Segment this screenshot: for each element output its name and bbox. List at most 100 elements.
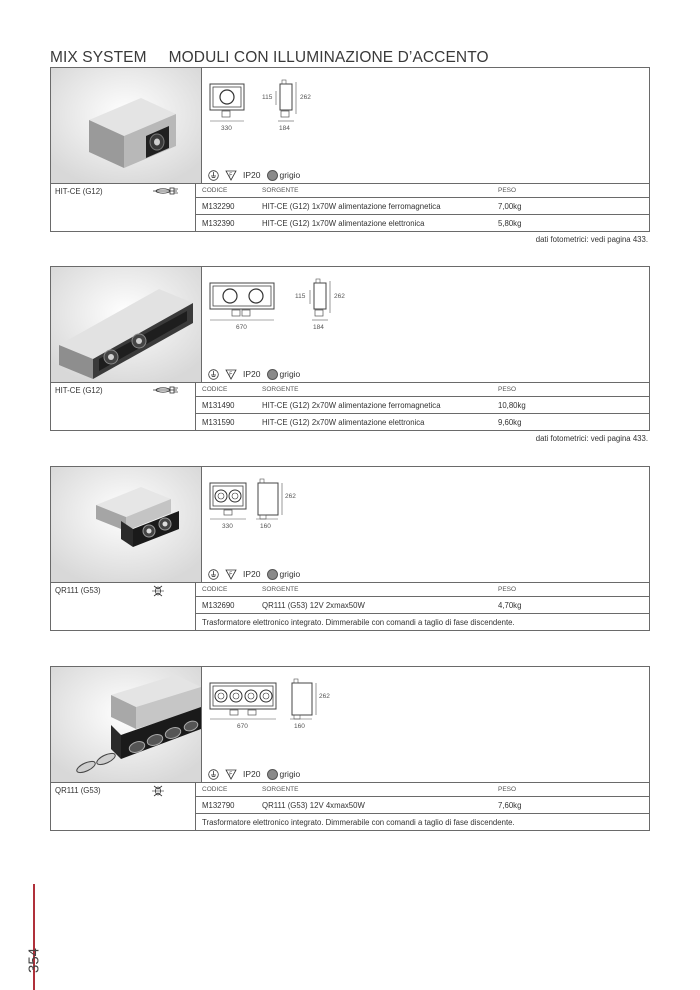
dim-height-a: 115 xyxy=(262,94,273,101)
lamp-icon-cell xyxy=(151,183,196,232)
product-photo xyxy=(51,467,202,583)
dim-height-b: 262 xyxy=(285,493,296,500)
product-table: QR111 (G53) CODICE SORGENTE PESO M132790… xyxy=(50,782,650,831)
photometric-note: dati fotometrici: vedi pagina 433. xyxy=(535,434,648,443)
col-header-weight: PESO xyxy=(492,583,649,597)
col-header-weight: PESO xyxy=(492,184,649,198)
table-row: M132690 QR111 (G53) 12V 2xmax50W 4,70kg xyxy=(196,596,649,614)
dim-depth: 184 xyxy=(279,125,290,132)
dim-depth: 160 xyxy=(260,523,271,530)
ground-symbol-icon xyxy=(208,368,219,380)
color-swatch-icon xyxy=(266,368,278,380)
product-weight: 10,80kg xyxy=(492,396,649,414)
table-row: M131590 HIT-CE (G12) 2x70W alimentazione… xyxy=(197,414,649,430)
source-label: QR111 (G53) xyxy=(50,582,151,631)
table-row: M132390 HIT-CE (G12) 1x70W alimentazione… xyxy=(197,215,649,231)
ip-rating: IP20 xyxy=(243,769,261,779)
product-code: M132690 xyxy=(196,596,256,614)
product-attributes: F IP20 grigio xyxy=(208,368,300,380)
source-label: HIT-CE (G12) xyxy=(50,183,151,232)
dim-width: 670 xyxy=(237,723,248,730)
color-label: grigio xyxy=(279,769,301,779)
product-photo xyxy=(51,68,202,184)
color-label: grigio xyxy=(279,170,301,180)
table-header-row: CODICE SORGENTE PESO xyxy=(196,184,649,198)
color-swatch-icon xyxy=(266,568,278,580)
product-note: Trasformatore elettronico integrato. Dim… xyxy=(202,817,515,827)
photometric-note: dati fotometrici: vedi pagina 433. xyxy=(535,235,648,244)
dim-depth: 184 xyxy=(313,324,324,331)
product-weight: 4,70kg xyxy=(492,596,649,614)
table-row: Trasformatore elettronico integrato. Dim… xyxy=(197,614,649,630)
product-visual-area: 330 160 262 F IP20 grigio xyxy=(50,466,650,583)
product-weight: 7,60kg xyxy=(492,796,649,814)
source-label: QR111 (G53) xyxy=(50,782,151,831)
source-label: HIT-CE (G12) xyxy=(50,382,151,431)
f-mark-icon: F xyxy=(225,569,237,580)
product-code: M131490 xyxy=(196,396,256,414)
color-label: grigio xyxy=(279,569,301,579)
product-note: Trasformatore elettronico integrato. Dim… xyxy=(202,617,515,627)
product-visual-area: 330 184 115 262 F IP20 grigio xyxy=(50,67,650,184)
col-header-code: CODICE xyxy=(196,583,256,597)
product-photo xyxy=(51,667,202,783)
color-swatch-icon xyxy=(266,169,278,181)
lamp-icon-cell xyxy=(151,582,196,631)
ip-rating: IP20 xyxy=(243,369,261,379)
metal-halide-lamp-icon xyxy=(153,187,178,195)
dim-height-b: 262 xyxy=(334,293,345,300)
dim-width: 670 xyxy=(236,324,247,331)
page-title: MIX SYSTEM MODULI CON ILLUMINAZIONE D’ACC… xyxy=(50,49,489,67)
svg-text:F: F xyxy=(229,571,232,577)
dim-height-b: 262 xyxy=(300,94,311,101)
lamp-icon-cell xyxy=(151,782,196,831)
col-header-source: SORGENTE xyxy=(256,184,492,198)
dim-height-a: 115 xyxy=(295,293,306,300)
product-weight: 5,80kg xyxy=(498,218,522,228)
svg-text:F: F xyxy=(229,771,232,777)
dim-height-b: 262 xyxy=(319,693,330,700)
product-source: HIT-CE (G12) 1x70W alimentazione elettro… xyxy=(262,218,425,228)
col-header-code: CODICE xyxy=(196,184,256,198)
product-source: HIT-CE (G12) 1x70W alimentazione ferroma… xyxy=(256,197,492,215)
table-header-row: CODICE SORGENTE PESO xyxy=(196,383,649,397)
section-title: MODULI CON ILLUMINAZIONE D’ACCENTO xyxy=(168,49,489,66)
product-source: HIT-CE (G12) 2x70W alimentazione ferroma… xyxy=(256,396,492,414)
product-code: M132790 xyxy=(196,796,256,814)
lamp-icon-cell xyxy=(151,382,196,431)
ground-symbol-icon xyxy=(208,169,219,181)
color-label: grigio xyxy=(279,369,301,379)
dim-depth: 160 xyxy=(294,723,305,730)
product-table: QR111 (G53) CODICE SORGENTE PESO M132690… xyxy=(50,582,650,631)
metal-halide-lamp-icon xyxy=(153,386,178,394)
page-number: 354 xyxy=(25,947,43,974)
table-header-row: CODICE SORGENTE PESO xyxy=(196,583,649,597)
product-photo xyxy=(51,267,202,383)
f-mark-icon: F xyxy=(225,769,237,780)
halogen-lamp-icon xyxy=(152,785,164,797)
ip-rating: IP20 xyxy=(243,170,261,180)
col-header-source: SORGENTE xyxy=(256,583,492,597)
product-weight: 7,00kg xyxy=(492,197,649,215)
col-header-weight: PESO xyxy=(492,383,649,397)
svg-text:F: F xyxy=(229,172,232,178)
product-table: HIT-CE (G12) CODICE SORGENTE PESO M13229… xyxy=(50,183,650,244)
dim-width: 330 xyxy=(222,523,233,530)
product-attributes: F IP20 grigio xyxy=(208,768,300,780)
product-source: HIT-CE (G12) 2x70W alimentazione elettro… xyxy=(262,417,425,427)
col-header-source: SORGENTE xyxy=(256,783,492,797)
product-source: QR111 (G53) 12V 2xmax50W xyxy=(256,596,492,614)
col-header-code: CODICE xyxy=(196,383,256,397)
table-row: M132290 HIT-CE (G12) 1x70W alimentazione… xyxy=(196,197,649,215)
f-mark-icon: F xyxy=(225,170,237,181)
col-header-source: SORGENTE xyxy=(256,383,492,397)
ip-rating: IP20 xyxy=(243,569,261,579)
svg-text:F: F xyxy=(229,371,232,377)
section-name: MIX SYSTEM xyxy=(50,49,147,66)
ground-symbol-icon xyxy=(208,768,219,780)
product-attributes: F IP20 grigio xyxy=(208,568,300,580)
table-row: M131490 HIT-CE (G12) 2x70W alimentazione… xyxy=(196,396,649,414)
table-row: Trasformatore elettronico integrato. Dim… xyxy=(197,814,649,830)
product-attributes: F IP20 grigio xyxy=(208,169,300,181)
halogen-lamp-icon xyxy=(152,585,164,597)
